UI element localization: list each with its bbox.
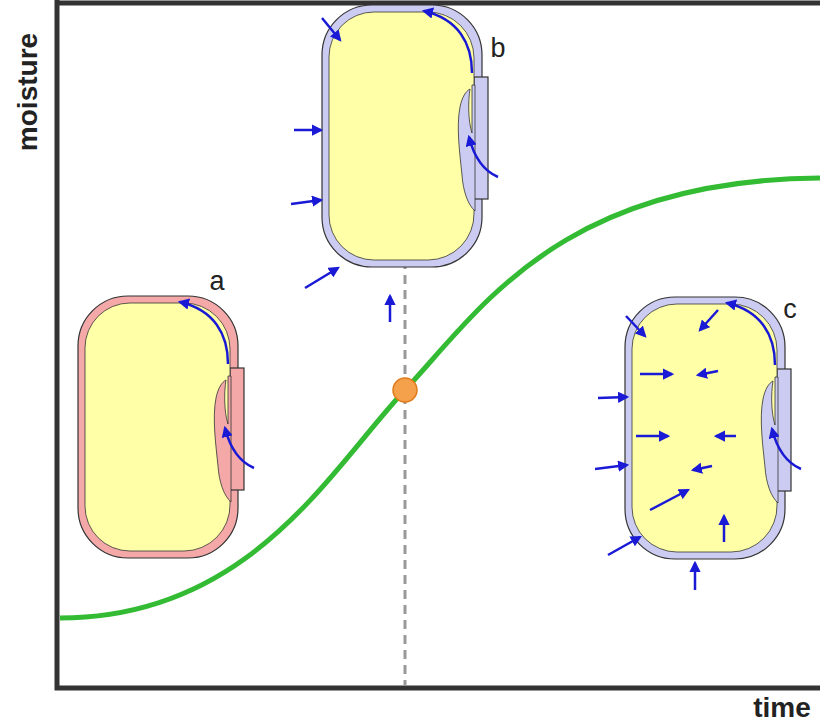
part-letter: c — [783, 296, 797, 323]
axis-title: time — [753, 694, 811, 722]
part-letter: a — [209, 268, 224, 295]
part-letter: b — [490, 35, 505, 62]
axis-title: moisture — [14, 33, 42, 151]
